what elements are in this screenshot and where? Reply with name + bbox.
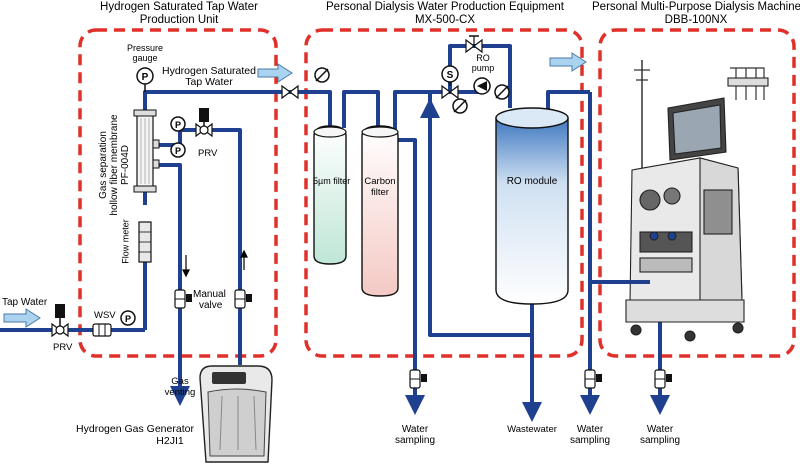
gas-venting-line2: venting <box>164 387 196 398</box>
pressure-gauge-icon <box>136 67 154 92</box>
solenoid-valve-icon <box>441 65 459 100</box>
carbon-line2: filter <box>371 187 389 198</box>
solenoid-letter: S <box>447 70 454 81</box>
ro-pump-line1: RO <box>476 53 490 63</box>
flow-sensor-icon <box>452 98 468 114</box>
unit1-title: Hydrogen Saturated Tap Water Production … <box>86 1 272 27</box>
hydrogen-gas-generator <box>199 365 273 463</box>
5um-filter-label: 5µm filter <box>313 176 351 186</box>
gauge-letter: P <box>175 120 181 130</box>
ro-pump-line2: pump <box>471 63 495 73</box>
hollow-fiber-membrane <box>133 109 160 193</box>
water-sampling-label: Water sampling <box>390 424 440 446</box>
generator-label: Hydrogen Gas Generator H2JI1 <box>70 423 200 447</box>
water-sampling-label: Water sampling <box>565 424 615 446</box>
unit2-title-line1: Personal Dialysis Water Production Equip… <box>326 1 564 13</box>
gauge-letter: P <box>175 146 181 156</box>
ro-pump-icon <box>473 77 491 95</box>
ro-pump-label: RO pump <box>466 53 500 73</box>
pressure-gauge-icon <box>120 310 136 326</box>
flow-sensor-icon <box>494 84 510 100</box>
generator-line1: Hydrogen Gas Generator <box>76 423 194 435</box>
membrane-label: Gas separation hollow fiber membrane PF-… <box>98 105 134 225</box>
prv-top-label: PRV <box>198 148 218 159</box>
generator-line2: H2JI1 <box>156 435 184 447</box>
unit1-title-line2: Production Unit <box>139 14 219 26</box>
pressure-gauge-line1: Pressure <box>126 43 163 53</box>
sampling3-line1: Water <box>646 424 674 435</box>
thin-arrows <box>182 249 248 278</box>
gauge-letter: P <box>142 72 149 83</box>
pressure-gauge-line2: gauge <box>132 53 158 63</box>
h2-water-label: Hydrogen Saturated Tap Water <box>154 66 264 88</box>
sampling1-line1: Water <box>401 424 429 435</box>
carbon-line1: Carbon <box>364 176 396 187</box>
output-arrow <box>549 52 587 72</box>
unit2-title: Personal Dialysis Water Production Equip… <box>300 1 590 27</box>
prv-valve-icon <box>51 304 69 338</box>
membrane-line3: PF-004D <box>120 145 131 186</box>
manual-valve-line2: valve <box>199 300 223 311</box>
sampling1-line2: sampling <box>394 435 436 446</box>
h2-water-line2: Tap Water <box>185 76 233 88</box>
flow-meter <box>138 221 152 263</box>
5um-filter <box>313 125 347 265</box>
unit3-title: Personal Multi-Purpose Dialysis Machine … <box>592 1 800 27</box>
manual-valve-icon <box>174 289 192 309</box>
bypass-valve-icon <box>465 35 483 54</box>
pressure-gauge-icon <box>170 116 186 132</box>
ro-module <box>495 107 569 305</box>
membrane-line2: hollow fiber membrane <box>109 114 120 216</box>
unit3-title-line1: Personal Multi-Purpose Dialysis Machine <box>592 1 800 13</box>
tap-water-arrow <box>3 308 41 328</box>
h2-water-arrow <box>257 63 293 83</box>
carbon-filter-label: Carbon filter <box>362 176 398 198</box>
unit1-border <box>78 28 278 358</box>
inlet-valve-icon <box>281 84 299 100</box>
pressure-gauge-icon <box>170 142 186 158</box>
flow-sensor-icon <box>314 67 330 83</box>
unit2-border <box>304 28 584 358</box>
gas-venting-line1: Gas <box>171 376 189 387</box>
dialysis-machine-illustration <box>625 60 769 342</box>
manual-valve-icon <box>234 289 252 309</box>
sampling2-line1: Water <box>576 424 604 435</box>
sampling-valve-icon <box>654 369 672 389</box>
pressure-gauge-label: Pressure gauge <box>118 43 172 63</box>
unit3-border <box>598 28 796 358</box>
manual-valve-label: Manual valve <box>193 289 226 311</box>
h2-water-line1: Hydrogen Saturated <box>162 65 256 77</box>
ro-module-label: RO module <box>506 176 558 187</box>
sampling3-line2: sampling <box>639 435 681 446</box>
manual-valve-line1: Manual <box>193 289 226 300</box>
flow-meter-label: Flow meter <box>120 219 131 264</box>
unit2-title-line2: MX-500-CX <box>414 14 476 26</box>
wastewater-label: Wastewater <box>507 424 557 435</box>
water-sampling-label: Water sampling <box>635 424 685 446</box>
gas-venting-label: Gas venting <box>160 376 200 398</box>
wsv-label: WSV <box>94 310 116 321</box>
sampling-valve-icon <box>409 369 427 389</box>
sampling-valve-icon <box>584 369 602 389</box>
unit3-title-line2: DBB-100NX <box>664 14 728 26</box>
unit1-title-line1: Hydrogen Saturated Tap Water <box>100 1 258 13</box>
prv-valve-icon <box>195 108 213 138</box>
carbon-filter <box>361 125 399 297</box>
tap-water-label: Tap Water <box>2 297 48 308</box>
sampling2-line2: sampling <box>569 435 611 446</box>
wsv-valve-icon <box>92 323 112 337</box>
gauge-letter: P <box>125 314 131 324</box>
prv-bottom-label: PRV <box>53 342 73 353</box>
membrane-line1: Gas separation <box>98 131 109 199</box>
